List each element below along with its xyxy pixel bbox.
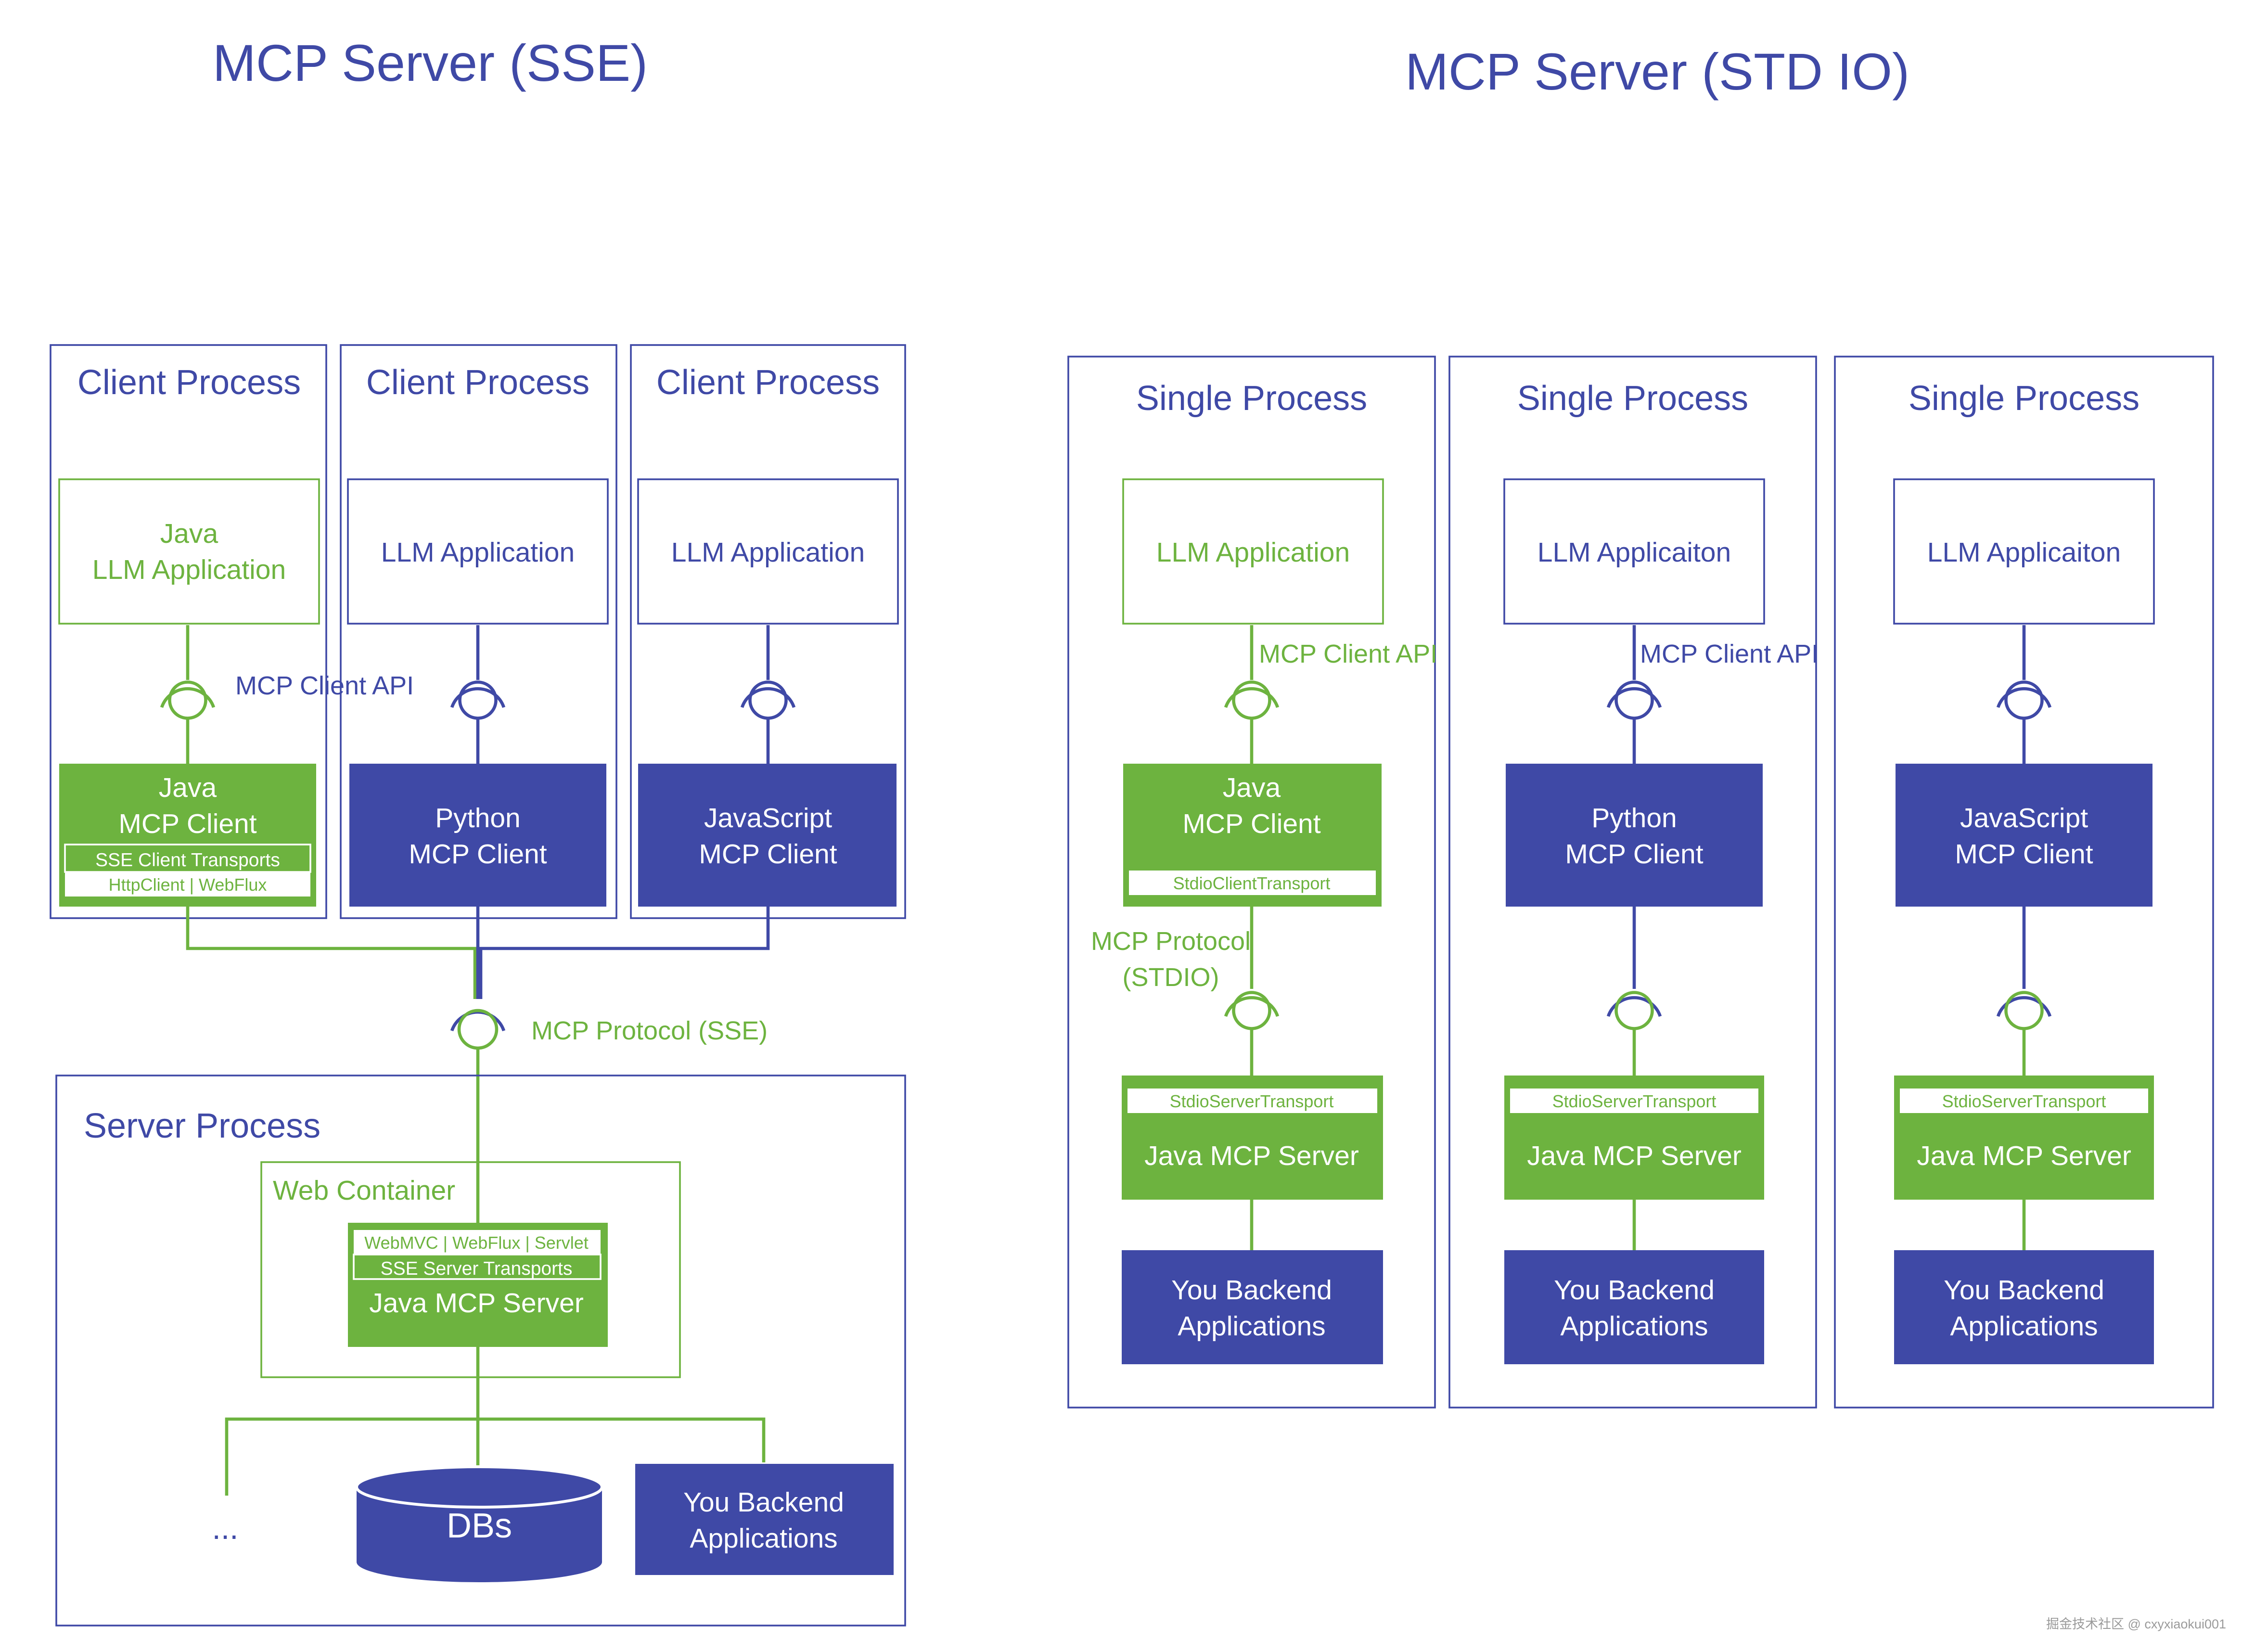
dbs-cylinder: DBs xyxy=(355,1465,603,1582)
single-process-label: Single Process xyxy=(1136,379,1367,418)
stdio-process-javascript: Single Process LLM Applicaiton JavaScrip… xyxy=(1834,356,2214,1409)
stdio-title: MCP Server (STD IO) xyxy=(1405,42,1909,101)
javascript-client-line1: JavaScript xyxy=(704,803,832,833)
backend-line2: Applications xyxy=(690,1523,837,1554)
sse-protocol-label: MCP Protocol (SSE) xyxy=(531,1016,768,1045)
stdio-process-python: Single Process LLM Applicaiton MCP Clien… xyxy=(1448,356,1819,1409)
sse-server-process: Server Process Web Container WebMVC | We… xyxy=(55,1075,906,1626)
python-client-line2: MCP Client xyxy=(1565,839,1703,870)
java-client-line1: Java xyxy=(159,772,217,803)
sse-client-process-javascript: Client Process LLM Application JavaScrip… xyxy=(630,344,906,919)
llm-app-label: LLM Applicaiton xyxy=(1927,537,2121,568)
sse-client-api-connectors xyxy=(160,625,796,764)
backend-line1: You Backend xyxy=(683,1487,844,1518)
backend-line1: You Backend xyxy=(1171,1275,1332,1306)
client-process-label: Client Process xyxy=(77,363,301,402)
client-api-label: MCP Client API xyxy=(1640,640,1819,668)
stdio-server-transport: StdioServerTransport xyxy=(1942,1091,2106,1111)
python-client-line1: Python xyxy=(435,803,520,833)
client-api-label: MCP Client API xyxy=(1259,640,1437,668)
more-backends-ellipsis: ... xyxy=(212,1510,238,1546)
client-process-label: Client Process xyxy=(366,363,589,402)
sse-server-transports: SSE Server Transports xyxy=(381,1258,573,1279)
dbs-label: DBs xyxy=(447,1507,512,1545)
javascript-client-line2: MCP Client xyxy=(699,839,837,870)
python-client-line1: Python xyxy=(1591,803,1677,833)
stdio-client-transport: StdioClientTransport xyxy=(1173,873,1331,893)
server-process-label: Server Process xyxy=(84,1107,320,1145)
sse-client-transports: SSE Client Transports xyxy=(95,850,280,871)
stdio-server-transport: StdioServerTransport xyxy=(1552,1091,1717,1111)
server-backend-links xyxy=(225,1347,766,1496)
sse-client-api-label: MCP Client API xyxy=(235,671,414,700)
sse-client-process-python: Client Process LLM Application Python MC… xyxy=(340,344,617,919)
llm-app-label: LLM Applicaiton xyxy=(1537,537,1731,568)
protocol-line2: (STDIO) xyxy=(1123,963,1219,992)
sse-client-process-java: Client Process Java LLM Application Java… xyxy=(50,344,327,919)
java-llm-app-line2: LLM Application xyxy=(92,554,286,585)
web-container-label: Web Container xyxy=(273,1175,455,1206)
single-process-label: Single Process xyxy=(1517,379,1748,418)
java-mcp-server-label: Java MCP Server xyxy=(369,1288,584,1319)
java-client-line1: Java xyxy=(1223,772,1281,803)
python-client-line2: MCP Client xyxy=(409,839,547,870)
backend-line2: Applications xyxy=(1178,1311,1325,1342)
java-client-line2: MCP Client xyxy=(118,808,256,839)
java-mcp-server-label: Java MCP Server xyxy=(1144,1140,1359,1171)
sse-title: MCP Server (SSE) xyxy=(213,34,648,92)
single-process-label: Single Process xyxy=(1909,379,2140,418)
javascript-client-line2: MCP Client xyxy=(1955,839,2093,870)
backend-line1: You Backend xyxy=(1944,1275,2104,1306)
client-transport-impl: HttpClient | WebFlux xyxy=(109,875,267,895)
client-process-label: Client Process xyxy=(656,363,880,402)
llm-app-label: LLM Application xyxy=(381,537,575,568)
watermark: 掘金技术社区 @ cxyxiaokui001 xyxy=(2046,1617,2226,1631)
protocol-line1: MCP Protocol xyxy=(1091,927,1251,956)
sse-protocol-bus xyxy=(186,907,770,1224)
backend-line2: Applications xyxy=(1950,1311,2098,1342)
java-mcp-server-label: Java MCP Server xyxy=(1527,1140,1742,1171)
server-impl-label: WebMVC | WebFlux | Servlet xyxy=(364,1233,589,1253)
java-mcp-server-label: Java MCP Server xyxy=(1917,1140,2131,1171)
backend-line1: You Backend xyxy=(1554,1275,1715,1306)
llm-app-label: LLM Application xyxy=(1156,537,1350,568)
java-llm-app-line1: Java xyxy=(160,518,218,549)
stdio-process-java: Single Process LLM Application MCP Clien… xyxy=(1067,356,1437,1409)
llm-app-label: LLM Application xyxy=(671,537,865,568)
stdio-server-transport: StdioServerTransport xyxy=(1170,1091,1334,1111)
backend-line2: Applications xyxy=(1560,1311,1708,1342)
java-client-line2: MCP Client xyxy=(1182,808,1320,839)
javascript-client-line1: JavaScript xyxy=(1960,803,2088,833)
